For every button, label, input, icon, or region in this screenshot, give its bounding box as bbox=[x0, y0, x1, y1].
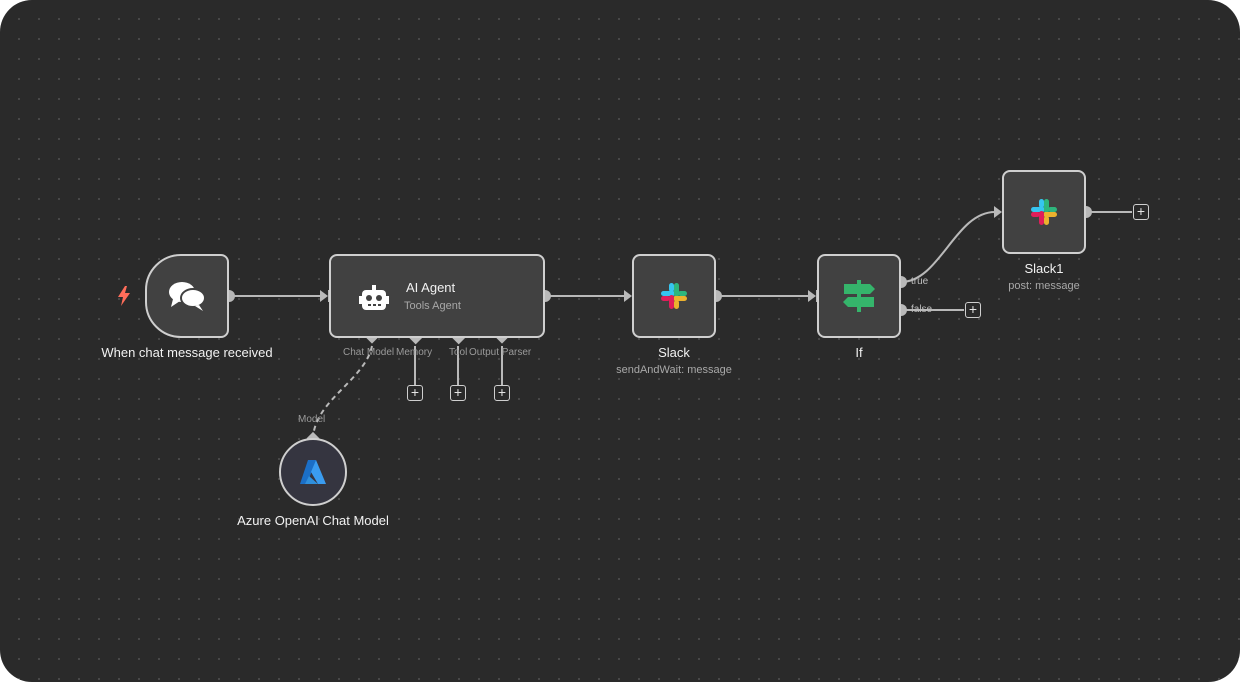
node-chat-trigger[interactable] bbox=[145, 254, 229, 338]
add-tool-button[interactable]: + bbox=[450, 385, 466, 401]
node-azure-openai[interactable] bbox=[279, 438, 347, 506]
slack-icon bbox=[1031, 199, 1057, 225]
port-label-model: Model bbox=[298, 414, 326, 425]
node-subtitle-slack: sendAndWait: message bbox=[616, 364, 732, 376]
node-slack1[interactable] bbox=[1002, 170, 1086, 254]
port-label-chat-model: Chat Model bbox=[343, 347, 395, 358]
node-if[interactable] bbox=[817, 254, 901, 338]
trigger-bolt-icon bbox=[118, 286, 130, 306]
branch-label-true: true bbox=[911, 276, 929, 287]
node-label-if: If bbox=[855, 345, 863, 360]
chat-bubbles-icon bbox=[169, 282, 206, 311]
add-false-branch-button[interactable]: + bbox=[965, 302, 981, 318]
node-label-azure: Azure OpenAI Chat Model bbox=[237, 513, 389, 528]
input-arrow-slack bbox=[624, 290, 632, 302]
wire-model-agent bbox=[312, 345, 373, 439]
node-label-chat-trigger: When chat message received bbox=[101, 345, 273, 360]
branch-label-false: false bbox=[911, 304, 933, 315]
add-after-slack1-button[interactable]: + bbox=[1133, 204, 1149, 220]
port-label-tool: Tool bbox=[449, 347, 468, 358]
node-label-slack: Slack bbox=[658, 345, 690, 360]
node-label-ai-agent: AI Agent bbox=[406, 280, 456, 295]
slack-icon bbox=[661, 283, 687, 309]
node-slack[interactable] bbox=[632, 254, 716, 338]
input-arrow-agent bbox=[320, 290, 328, 302]
node-label-slack1: Slack1 bbox=[1024, 261, 1064, 276]
input-arrow-if bbox=[808, 290, 816, 302]
robot-icon bbox=[359, 285, 389, 310]
add-output-parser-button[interactable]: + bbox=[494, 385, 510, 401]
port-label-memory: Memory bbox=[396, 347, 433, 358]
signpost-icon bbox=[843, 280, 875, 312]
add-memory-button[interactable]: + bbox=[407, 385, 423, 401]
input-arrow-slack1 bbox=[994, 206, 1002, 218]
port-label-output-parser: Output Parser bbox=[469, 347, 532, 358]
wire-if-true-slack1 bbox=[900, 211, 996, 283]
node-subtitle-slack1: post: message bbox=[1008, 280, 1080, 292]
node-subtitle-ai-agent: Tools Agent bbox=[404, 300, 461, 312]
node-ai-agent[interactable]: AI Agent Tools Agent bbox=[329, 254, 545, 338]
azure-icon bbox=[300, 460, 326, 484]
